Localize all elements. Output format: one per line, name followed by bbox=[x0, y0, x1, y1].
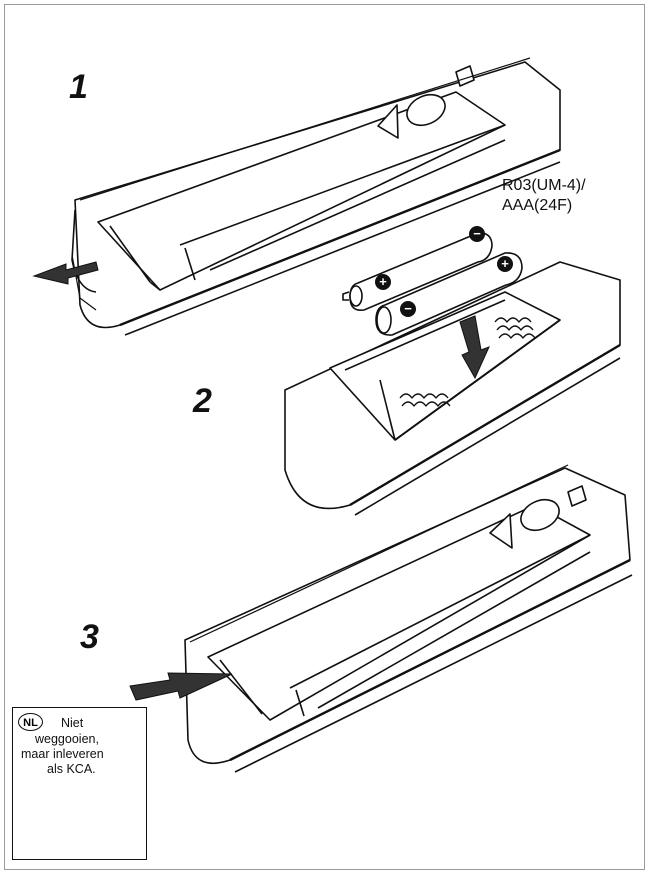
spring-lower bbox=[399, 393, 451, 407]
step-number-2: 2 bbox=[193, 382, 212, 420]
battery-spec-line1: R03(UM-4)/ bbox=[502, 177, 586, 194]
step-number-1: 1 bbox=[69, 68, 88, 106]
battery-back bbox=[342, 232, 493, 312]
polarity-markers: + − − + bbox=[375, 226, 513, 317]
arrow-right-icon bbox=[129, 672, 233, 701]
minus-sign-front: − bbox=[404, 301, 412, 316]
nl-country-badge: NL bbox=[18, 713, 43, 731]
disposal-line-3: maar inleveren bbox=[21, 747, 104, 761]
disposal-line-4: als KCA. bbox=[47, 762, 96, 776]
battery-spec-label: R03(UM-4)/ AAA(24F) bbox=[502, 176, 586, 216]
disposal-line-1: Niet bbox=[61, 716, 84, 730]
remote-step1 bbox=[71, 57, 561, 336]
spring-upper bbox=[494, 317, 536, 339]
arrow-left-icon bbox=[32, 261, 99, 285]
step-number-3: 3 bbox=[80, 618, 99, 656]
disposal-line-2: weggooien, bbox=[35, 732, 99, 746]
plus-sign-back: + bbox=[379, 274, 387, 289]
arrow-down-icon bbox=[459, 315, 490, 380]
remote-step3 bbox=[184, 464, 633, 773]
plus-sign-front: + bbox=[501, 256, 509, 271]
minus-sign-back: − bbox=[473, 226, 481, 241]
battery-spec-line2: AAA(24F) bbox=[502, 197, 573, 214]
disposal-notice-box: NL Niet weggooien, maar inleveren als KC… bbox=[12, 707, 147, 860]
